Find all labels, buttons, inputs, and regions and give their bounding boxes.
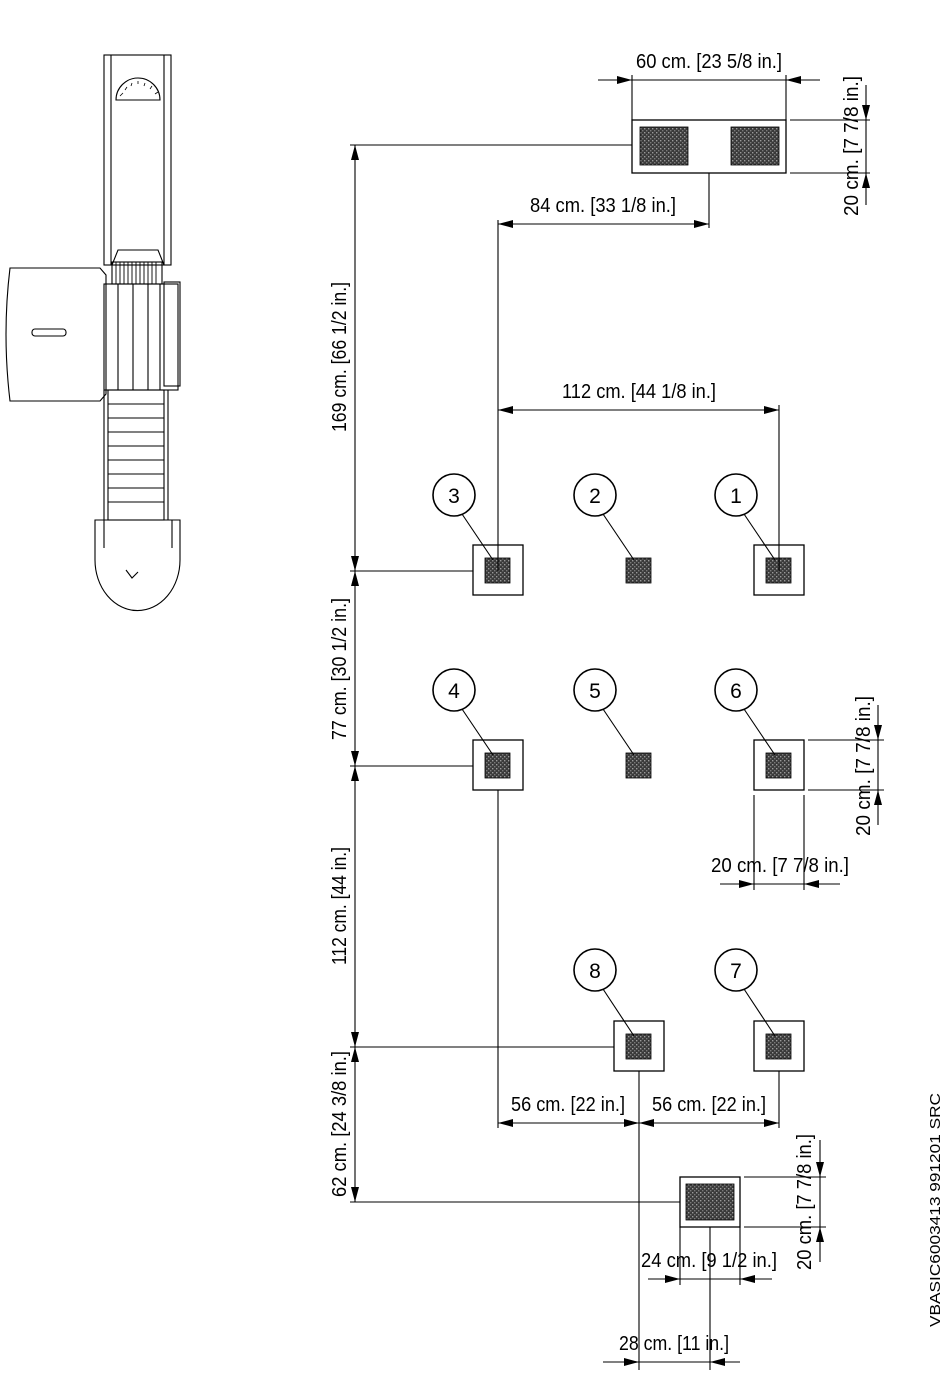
dim-top-anchor-offset: 84 cm. [33 1/8 in.]: [530, 195, 676, 217]
footing-pad-7: [753, 1020, 805, 1072]
dim-bottom-anchor-width: 24 cm. [9 1/2 in.]: [641, 1250, 777, 1272]
dim-pad6-height: 20 cm. [7 7/8 in.]: [853, 696, 875, 836]
callout-8: 8: [573, 948, 635, 1037]
playset-top-view: [5, 54, 181, 612]
ladder: [103, 389, 169, 521]
footing-pad-5: [625, 752, 652, 779]
dim-row3-spacing-left: 56 cm. [22 in.]: [511, 1094, 625, 1116]
callout-label: 6: [730, 680, 742, 703]
dim-bottom-anchor-offset: 28 cm. [11 in.]: [619, 1333, 729, 1355]
top-anchor: [631, 119, 787, 174]
callout-5: 5: [573, 668, 635, 756]
callout-1: 1: [714, 473, 776, 561]
side-module: [5, 267, 107, 402]
callout-label: 1: [730, 485, 742, 508]
dim-row3-to-bottom: 62 cm. [24 3/8 in.]: [329, 1051, 351, 1197]
callout-label: 4: [448, 680, 460, 703]
callout-3: 3: [432, 473, 494, 561]
callout-7: 7: [714, 948, 776, 1037]
footing-pad-8: [613, 1020, 665, 1072]
dim-top-anchor-depth: 20 cm. [7 7/8 in.]: [841, 76, 863, 216]
dim-pad6-width: 20 cm. [7 7/8 in.]: [711, 855, 849, 877]
callout-6: 6: [714, 668, 776, 756]
callout-4: 4: [432, 668, 494, 756]
slide-ticks: [119, 81, 159, 97]
callout-label: 8: [589, 960, 601, 983]
document-reference: VBASIC6003413 991201 SRC: [927, 1093, 944, 1327]
dim-bottom-anchor-depth: 20 cm. [7 7/8 in.]: [794, 1134, 816, 1270]
footing-pad-1: [753, 544, 805, 596]
dim-top-anchor-width: 60 cm. [23 5/8 in.]: [636, 51, 782, 73]
callout-label: 5: [589, 680, 601, 703]
footing-pad-4: [472, 739, 524, 791]
end-module: [94, 519, 181, 612]
callout-label: 7: [730, 960, 742, 983]
dimension-lines: [350, 75, 884, 1370]
callout-label: 3: [448, 485, 460, 508]
footing-pad-2: [625, 557, 652, 584]
deck-platform: [103, 261, 181, 391]
footing-pad-6: [753, 739, 805, 791]
dim-top-to-row1: 169 cm. [66 1/2 in.]: [329, 282, 351, 432]
dim-row2-to-row3: 112 cm. [44 in.]: [329, 847, 351, 965]
callout-label: 2: [589, 485, 601, 508]
dim-row1-to-row2: 77 cm. [30 1/2 in.]: [329, 598, 351, 740]
dim-row-width: 112 cm. [44 1/8 in.]: [562, 381, 716, 403]
dimension-labels: 60 cm. [23 5/8 in.] 20 cm. [7 7/8 in.] 8…: [329, 51, 875, 1355]
callout-2: 2: [573, 473, 635, 561]
slide-outline: [103, 54, 172, 266]
dim-row3-spacing-right: 56 cm. [22 in.]: [652, 1094, 766, 1116]
bottom-anchor: [679, 1176, 741, 1228]
